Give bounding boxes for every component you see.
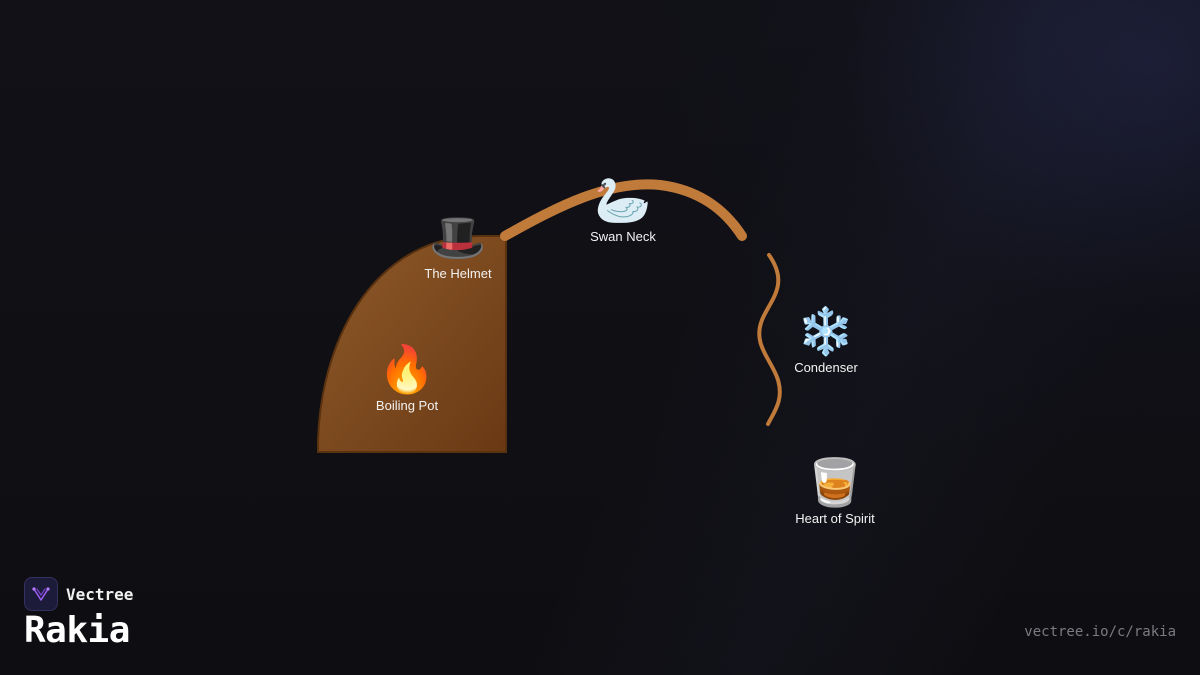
boiling-pot-shape (317, 235, 507, 453)
node-swan-neck: 🦢 Swan Neck (543, 173, 703, 244)
swan-neck-pipe (500, 179, 747, 241)
condenser-coil (757, 253, 782, 426)
source-url: vectree.io/c/rakia (1024, 624, 1176, 640)
snowflake-icon: ❄️ (797, 304, 855, 358)
node-condenser: ❄️ Condenser (746, 304, 906, 375)
tumbler-glass-icon: 🥃 (806, 455, 864, 509)
brand: Vectree (24, 577, 133, 611)
fire-icon: 🔥 (378, 342, 436, 396)
vectree-logo-icon (24, 577, 58, 611)
node-heart-of-spirit: 🥃 Heart of Spirit (755, 455, 915, 526)
node-label: The Helmet (424, 266, 492, 281)
node-label: Condenser (794, 360, 858, 375)
node-boiling-pot: 🔥 Boiling Pot (327, 342, 487, 413)
brand-name: Vectree (66, 584, 134, 604)
node-label: Heart of Spirit (795, 511, 875, 526)
swan-icon: 🦢 (594, 173, 652, 227)
node-helmet: 🎩 The Helmet (378, 210, 538, 281)
top-hat-icon: 🎩 (429, 210, 487, 264)
page-title: Rakia (24, 610, 130, 651)
node-label: Boiling Pot (375, 398, 439, 413)
node-label: Swan Neck (590, 229, 656, 244)
